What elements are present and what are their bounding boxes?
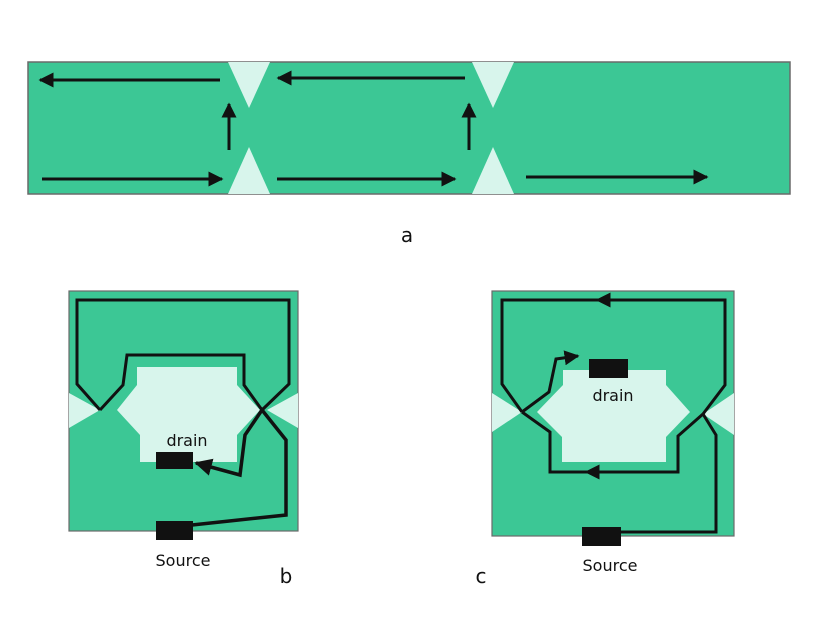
panel-a: a	[27, 61, 791, 247]
panel-c-label: c	[476, 564, 487, 588]
panel-c-drain-label: drain	[592, 386, 633, 405]
panel-b-edge-path-inner	[98, 353, 264, 412]
panel-b-source-label: Source	[156, 551, 211, 570]
panel-c-edge-path-source	[620, 413, 718, 534]
panel-c-drain-contact	[589, 359, 628, 378]
panel-b-edge-path-outer	[75, 298, 291, 412]
panel-c-gate-region	[537, 370, 690, 462]
panel-c-notch-left	[492, 393, 522, 432]
panel-b-source-contact	[156, 521, 193, 540]
panel-c-source-label: Source	[583, 556, 638, 575]
panel-c-notch-right	[703, 393, 734, 435]
panel-a-label: a	[401, 223, 413, 247]
panel-b: drain Source b	[68, 290, 299, 588]
panel-b-notch-right	[267, 393, 298, 428]
panel-c-edge-path-inner-upper	[521, 350, 580, 414]
panel-c: drain Source c	[476, 290, 735, 588]
panel-c-source-contact	[582, 527, 621, 546]
panel-a-notch-top-2	[472, 62, 514, 108]
panel-b-notch-left	[69, 393, 100, 428]
panel-b-edge-path-source	[191, 407, 288, 527]
panel-b-drain-label: drain	[166, 431, 207, 450]
panel-b-gate-region	[117, 367, 260, 462]
panel-b-label: b	[280, 564, 293, 588]
panel-a-strip	[27, 61, 791, 195]
panel-a-notch-top-1	[228, 62, 270, 108]
panel-a-notch-bottom-2	[472, 147, 514, 194]
panel-b-drain-contact	[156, 452, 193, 469]
panel-a-notch-bottom-1	[228, 147, 270, 194]
